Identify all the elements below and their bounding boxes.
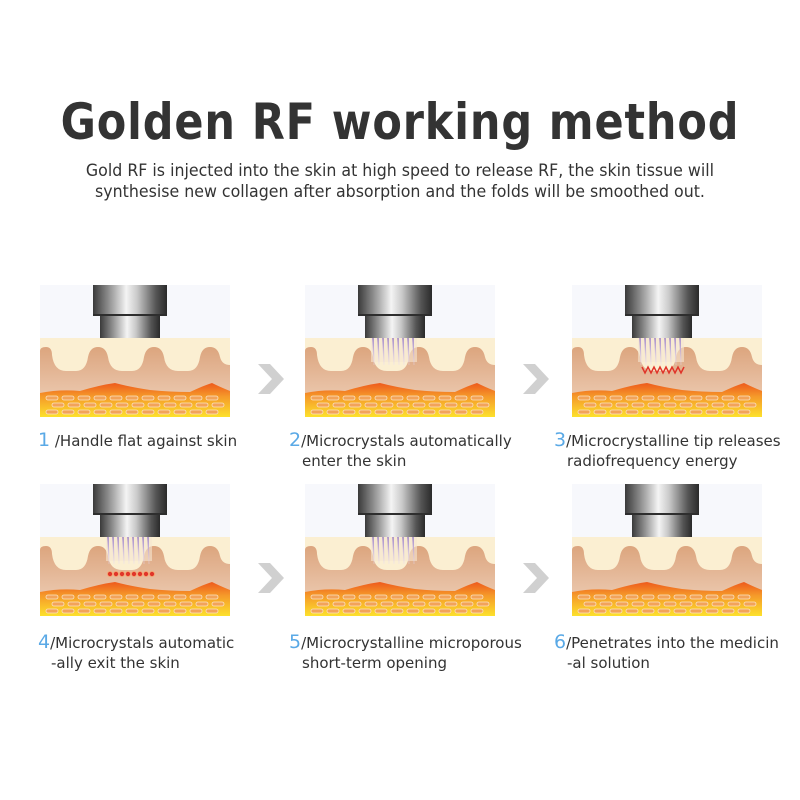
chevron-right-icon — [523, 563, 549, 593]
step-text-line1: /Microcrystalline microporous — [301, 634, 522, 652]
step-text-line1: /Handle flat against skin — [54, 432, 238, 450]
step-text-line1: /Microcrystals automatically — [301, 432, 512, 450]
step-text-line2: short-term opening — [302, 654, 447, 672]
chevron-right-icon — [258, 364, 284, 394]
step-1-caption: 1 /Handle flat against skin — [38, 430, 237, 451]
step-number: 2 — [289, 429, 302, 451]
step-4-caption: 4/Microcrystals automatic -ally exit the… — [38, 632, 234, 673]
step-number: 6 — [554, 631, 567, 653]
page-title: Golden RF working method — [60, 93, 740, 151]
step-2-illustration — [305, 285, 495, 417]
step-4-illustration — [40, 484, 230, 616]
step-6-illustration — [572, 484, 762, 616]
red-dots-icon — [107, 571, 155, 577]
step-text-line2: enter the skin — [302, 452, 407, 470]
step-number: 1 — [38, 429, 51, 451]
step-text-line2: -al solution — [567, 654, 650, 672]
chevron-right-icon — [258, 563, 284, 593]
step-1-illustration — [40, 285, 230, 417]
step-number: 3 — [554, 429, 567, 451]
step-number: 4 — [38, 631, 51, 653]
step-3-caption: 3/Microcrystalline tip releases radiofre… — [554, 430, 781, 471]
step-6-caption: 6/Penetrates into the medicin -al soluti… — [554, 632, 779, 673]
chevron-right-icon — [523, 364, 549, 394]
step-text-line1: /Microcrystalline tip releases — [566, 432, 781, 450]
subtitle-line-1: Gold RF is injected into the skin at hig… — [85, 161, 715, 181]
step-2-caption: 2/Microcrystals automatically enter the … — [289, 430, 512, 471]
step-text-line1: /Penetrates into the medicin — [566, 634, 779, 652]
step-text-line2: -ally exit the skin — [51, 654, 180, 672]
page-subtitle: Gold RF is injected into the skin at hig… — [28, 161, 772, 203]
step-5-illustration — [305, 484, 495, 616]
step-text-line2: radiofrequency energy — [567, 452, 738, 470]
subtitle-line-2: synthesise new collagen after absorption… — [95, 182, 705, 202]
step-3-illustration — [572, 285, 762, 417]
step-5-caption: 5/Microcrystalline microporous short-ter… — [289, 632, 522, 673]
rf-wave-icon — [641, 365, 685, 375]
step-text-line1: /Microcrystals automatic — [50, 634, 235, 652]
step-number: 5 — [289, 631, 302, 653]
